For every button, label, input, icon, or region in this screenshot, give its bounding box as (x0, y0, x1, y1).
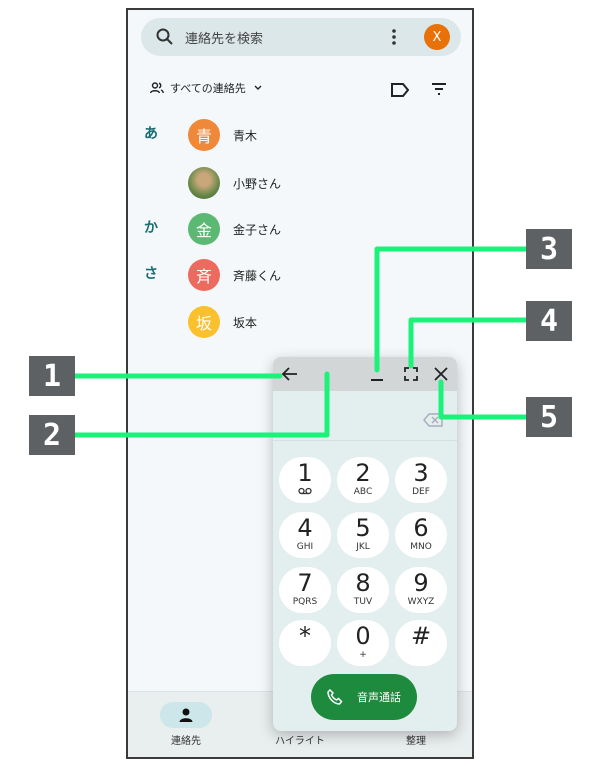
account-avatar[interactable]: X (424, 24, 450, 50)
dial-key-letters: DEF (412, 487, 430, 497)
callout-1: 1 (29, 356, 75, 396)
dial-key-*[interactable]: * (279, 620, 331, 666)
callout-3: 3 (526, 229, 572, 269)
nav-contacts[interactable]: 連絡先 (136, 692, 236, 747)
dial-key-digit: 7 (297, 569, 313, 597)
callout-line-4 (408, 317, 529, 369)
dial-key-letters: PQRS (292, 597, 318, 607)
contact-name: 金子さん (233, 223, 282, 237)
dial-key-letters: MNO (410, 542, 432, 552)
avatar-initial: 金 (195, 221, 212, 240)
nav-contacts-label: 連絡先 (171, 736, 201, 747)
contact-row[interactable]: あ 青 青木 (128, 116, 472, 156)
section-letter: さ (144, 266, 158, 282)
callout-line-2 (71, 371, 330, 438)
contact-row[interactable]: 坂 坂本 (128, 303, 472, 343)
search-bar[interactable]: 連絡先を検索 X (141, 18, 461, 56)
contact-row[interactable]: 小野さん (128, 164, 472, 204)
dial-key-digit: 6 (413, 514, 429, 542)
close-icon[interactable] (433, 365, 449, 383)
callout-line-5 (438, 379, 529, 420)
dial-key-letters: + (359, 650, 367, 660)
nav-highlights[interactable]: ハイライト (250, 692, 350, 747)
popup-title-bar[interactable] (273, 357, 457, 391)
dial-key-#[interactable]: # (395, 620, 447, 666)
back-arrow-icon[interactable] (281, 365, 299, 383)
voice-call-label: 音声通話 (357, 691, 401, 704)
dial-key-digit: 4 (297, 514, 313, 542)
dial-key-digit: 9 (413, 569, 429, 597)
voicemail-icon (298, 487, 312, 495)
avatar-initial: 斉 (195, 267, 212, 286)
nav-organize[interactable]: 整理 (366, 692, 466, 747)
label-icon[interactable] (390, 82, 410, 98)
callout-line-3 (374, 246, 529, 373)
dial-key-digit: 1 (297, 459, 313, 487)
section-letter: あ (144, 126, 158, 142)
dial-key-0[interactable]: 0+ (337, 620, 389, 666)
contact-name: 小野さん (233, 177, 282, 191)
avatar-initial: 坂 (195, 314, 212, 333)
more-options-icon[interactable] (391, 28, 397, 46)
dial-key-digit: # (410, 622, 432, 650)
dial-key-letters: WXYZ (407, 597, 435, 607)
contact-avatar (188, 167, 220, 199)
contact-avatar: 金 (188, 213, 220, 245)
minimize-icon[interactable] (369, 365, 385, 383)
maximize-icon[interactable] (403, 365, 419, 383)
dial-key-letters: ABC (353, 487, 373, 497)
person-icon (160, 702, 212, 728)
contacts-filter-dropdown[interactable]: すべての連絡先 (150, 80, 268, 96)
people-icon (150, 82, 164, 94)
dial-key-letters: JKL (356, 542, 370, 552)
contact-avatar: 斉 (188, 259, 220, 291)
section-letter: か (144, 220, 158, 236)
search-icon (156, 28, 173, 45)
contact-name: 坂本 (233, 316, 258, 330)
dial-key-digit: 2 (355, 459, 371, 487)
callout-5: 5 (526, 397, 572, 437)
avatar-initial: 青 (195, 127, 212, 146)
phone-icon (327, 689, 343, 705)
filter-sort-icon[interactable] (431, 83, 447, 95)
dial-key-digit: 8 (355, 569, 371, 597)
dial-key-digit: 3 (413, 459, 429, 487)
dial-key-digit: * (299, 622, 311, 650)
voice-call-button[interactable]: 音声通話 (311, 674, 417, 720)
dial-key-letters: GHI (296, 542, 314, 552)
dial-key-1[interactable]: 1 (279, 457, 331, 503)
contact-name: 青木 (233, 129, 258, 143)
filter-label: すべての連絡先 (170, 82, 246, 95)
callout-2: 2 (29, 415, 75, 455)
nav-organize-label: 整理 (406, 736, 426, 747)
callout-4: 4 (526, 301, 572, 341)
chevron-down-icon (254, 85, 262, 90)
nav-highlights-label: ハイライト (275, 736, 325, 747)
contact-row[interactable]: か 金 金子さん (128, 210, 472, 250)
contact-name: 斉藤くん (233, 269, 282, 283)
dial-key-digit: 5 (355, 514, 371, 542)
dial-key-letters: TUV (353, 597, 373, 607)
search-placeholder: 連絡先を検索 (185, 31, 264, 47)
contact-avatar: 青 (188, 119, 220, 151)
dial-key-digit: 0 (355, 622, 371, 650)
contact-avatar: 坂 (188, 306, 220, 338)
contact-row[interactable]: さ 斉 斉藤くん (128, 256, 472, 296)
